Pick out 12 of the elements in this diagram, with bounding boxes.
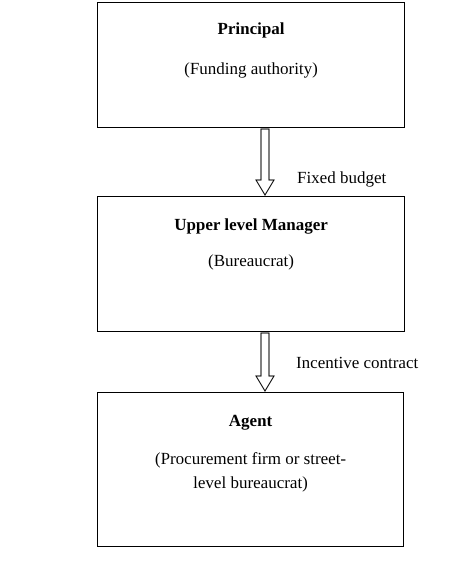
box-description: (Bureaucrat) [208, 250, 294, 272]
process-box [97, 392, 404, 547]
process-box [97, 2, 405, 128]
hollow-arrow [255, 332, 275, 392]
box-description: (Procurement firm or street-level bureaucrat) [154, 448, 348, 494]
box-description: (Funding authority) [184, 58, 318, 80]
edge-label: Fixed budget [297, 168, 386, 188]
hollow-arrow [255, 128, 275, 196]
box-heading: Upper level Manager [174, 215, 328, 235]
box-heading: Agent [228, 411, 272, 431]
process-box [97, 196, 405, 332]
box-heading: Principal [217, 19, 285, 39]
